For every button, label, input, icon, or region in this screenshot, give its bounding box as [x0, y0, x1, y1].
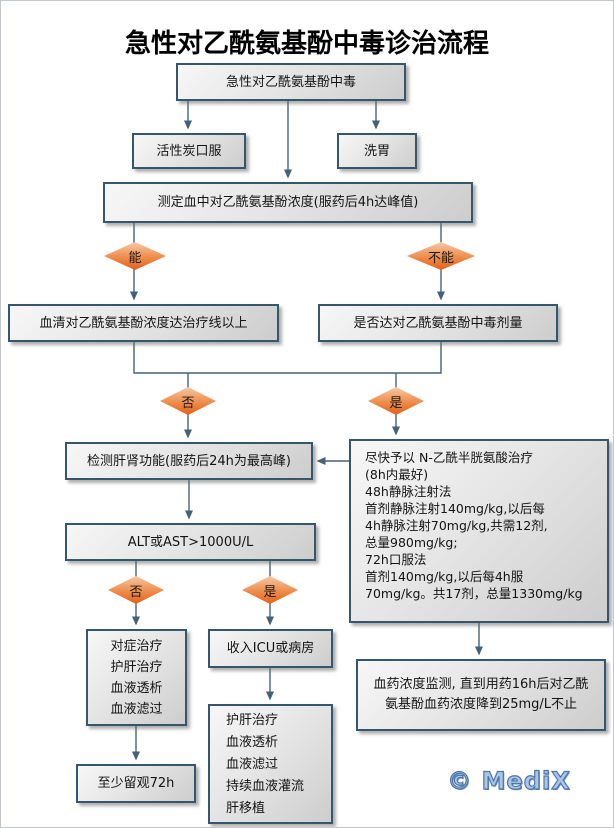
medix-logo: © MediX	[447, 766, 571, 795]
node-nac-treatment: 尽快予以 N-乙酰半胱氨酸治疗(8h内最好)48h静脉注射法首剂静脉注射140m…	[349, 439, 609, 623]
node-observe-72h: 至少留观72h	[76, 764, 196, 803]
node-liver-kidney-check: 检测肝肾功能(服药后24h为最高峰)	[65, 442, 313, 480]
node-acute-poisoning: 急性对乙酰氨基酚中毒	[176, 63, 406, 101]
node-toxic-dose: 是否达对乙酰氨基酚中毒剂量	[318, 304, 558, 342]
node-symptomatic-treatment: 对症治疗护肝治疗血液透析血液滤过	[86, 629, 187, 726]
page-title: 急性对乙酰氨基酚中毒诊治流程	[124, 29, 489, 59]
node-drug-monitoring: 血药浓度监测, 直到用药16h后对乙酰氨基酚血药浓度降到25mg/L不止	[356, 659, 606, 731]
connector-junction	[133, 342, 442, 374]
node-activated-charcoal: 活性炭口服	[132, 133, 246, 169]
node-icu-treatment: 护肝治疗血液透析血液滤过持续血液灌流肝移植	[208, 704, 333, 824]
node-measure-concentration: 测定血中对乙酰氨基酚浓度(服药后4h达峰值)	[103, 182, 473, 223]
node-serum-above-line: 血清对乙酰氨基酚浓度达治疗线以上	[8, 304, 279, 342]
nac-treatment-text: 尽快予以 N-乙酰半胱氨酸治疗(8h内最好)48h静脉注射法首剂静脉注射140m…	[365, 450, 583, 601]
icu-treatment-text: 护肝治疗血液透析血液滤过持续血液灌流肝移植	[226, 713, 305, 816]
node-admit-icu: 收入ICU或病房	[208, 629, 333, 668]
symptomatic-treatment-text: 对症治疗护肝治疗血液透析血液滤过	[110, 638, 163, 717]
node-gastric-lavage: 洗胃	[337, 133, 417, 169]
node-alt-ast: ALT或AST>1000U/L	[65, 523, 316, 561]
